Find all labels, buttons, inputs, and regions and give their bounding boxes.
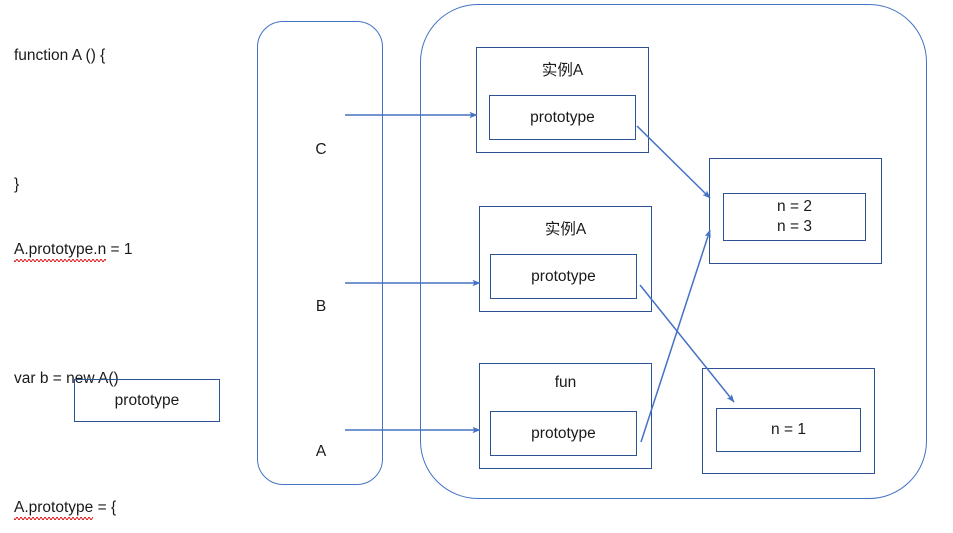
code-listing: function A () { } A.prototype.n = 1 var … [14,2,254,533]
prototype-value-line: n = 1 [771,421,806,438]
prototype-value-line: n = 2 [777,198,812,215]
scope-container: C B A [257,21,383,485]
object-box-instance-a-1: 实例A prototype [476,47,649,153]
standalone-prototype-label: prototype [114,391,180,409]
prototype-slot: prototype [489,95,636,140]
object-box-fun: fun prototype [479,363,652,469]
prototype-value-line: n = 3 [777,218,812,235]
prototype-slot: prototype [490,254,637,299]
code-line: function A () { [14,47,106,64]
spellcheck-underline: A.prototype.n [14,239,107,262]
code-line [14,303,254,325]
spellcheck-underline: A.prototype [14,497,94,520]
standalone-prototype-box: prototype [74,379,220,422]
code-line: A.prototype = { [14,497,254,520]
scope-label-a: A [315,443,327,460]
prototype-object-n1: n = 1 [702,368,875,474]
code-line [14,432,254,454]
scope-label-b: B [315,298,327,315]
object-title: 实例A [544,221,587,238]
scope-label-c: C [315,141,327,158]
code-line: A.prototype.n = 1 [14,239,254,262]
prototype-values-box: n = 2 n = 3 [723,193,866,241]
code-line: } [14,176,20,193]
prototype-values-box: n = 1 [716,408,861,452]
prototype-object-n23: n = 2 n = 3 [709,158,882,264]
prototype-slot: prototype [490,411,637,456]
heap-container [420,4,927,499]
code-line [14,110,254,132]
code-fragment: = { [93,498,117,516]
code-fragment: = 1 [106,240,133,258]
object-box-instance-a-2: 实例A prototype [479,206,652,312]
object-title: 实例A [541,62,584,79]
object-title: fun [554,374,577,391]
code-line: var b = new A() [14,369,119,387]
